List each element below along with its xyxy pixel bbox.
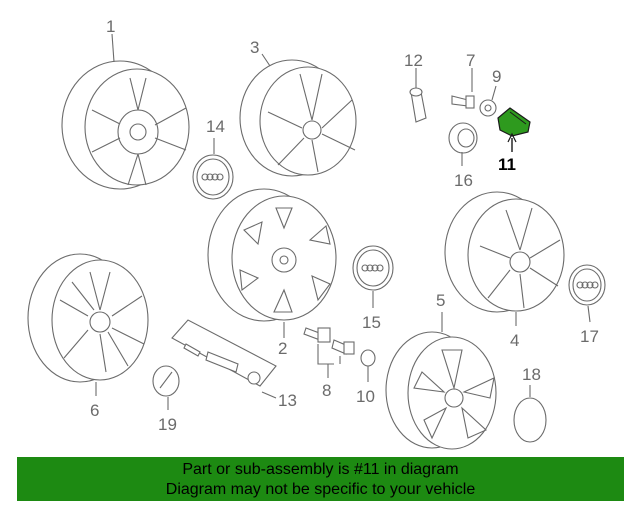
parts-diagram: 1 2 3 4 5 6 7 8 9 10 11 12 13 14 15 16 1… — [27, 17, 606, 450]
callout-5: 5 — [436, 291, 445, 310]
center-cap-17 — [568, 264, 606, 323]
kit-13 — [171, 319, 277, 399]
wheel-2 — [207, 188, 337, 338]
cap-19 — [152, 365, 180, 410]
valve-stem-12 — [409, 68, 427, 123]
center-cap-15 — [352, 245, 394, 308]
wheel-4 — [444, 191, 565, 326]
callout-12: 12 — [404, 51, 423, 70]
info-banner: Part or sub-assembly is #11 in diagram D… — [17, 457, 624, 501]
wheel-6 — [27, 253, 149, 396]
callout-17: 17 — [580, 327, 599, 346]
screw-7 — [451, 68, 475, 109]
callout-9: 9 — [492, 67, 501, 86]
callout-4: 4 — [510, 331, 519, 350]
wheel-1 — [61, 33, 190, 190]
callout-19: 19 — [158, 415, 177, 434]
wheel-5 — [385, 312, 497, 450]
bolt-8 — [303, 327, 355, 378]
part-11-highlighted — [497, 107, 531, 152]
nut-9 — [479, 85, 497, 117]
callout-10: 10 — [356, 387, 375, 406]
callout-11: 11 — [498, 155, 516, 174]
banner-line-2: Diagram may not be specific to your vehi… — [165, 481, 476, 498]
callout-15: 15 — [362, 313, 381, 332]
callout-18: 18 — [522, 365, 541, 384]
callout-2: 2 — [278, 339, 287, 358]
banner-line-1: Part or sub-assembly is #11 in diagram — [182, 461, 459, 478]
callout-6: 6 — [90, 401, 99, 420]
callout-16: 16 — [454, 171, 473, 190]
center-cap-14 — [192, 138, 234, 200]
callout-14: 14 — [206, 117, 225, 136]
cap-10 — [360, 349, 376, 382]
callout-3: 3 — [250, 38, 259, 57]
sensor-16 — [448, 122, 478, 166]
wheel-3 — [239, 53, 357, 177]
callout-13: 13 — [278, 391, 297, 410]
callout-8: 8 — [322, 381, 331, 400]
ring-18 — [513, 385, 547, 443]
callout-1: 1 — [106, 17, 115, 36]
callout-7: 7 — [466, 51, 475, 70]
